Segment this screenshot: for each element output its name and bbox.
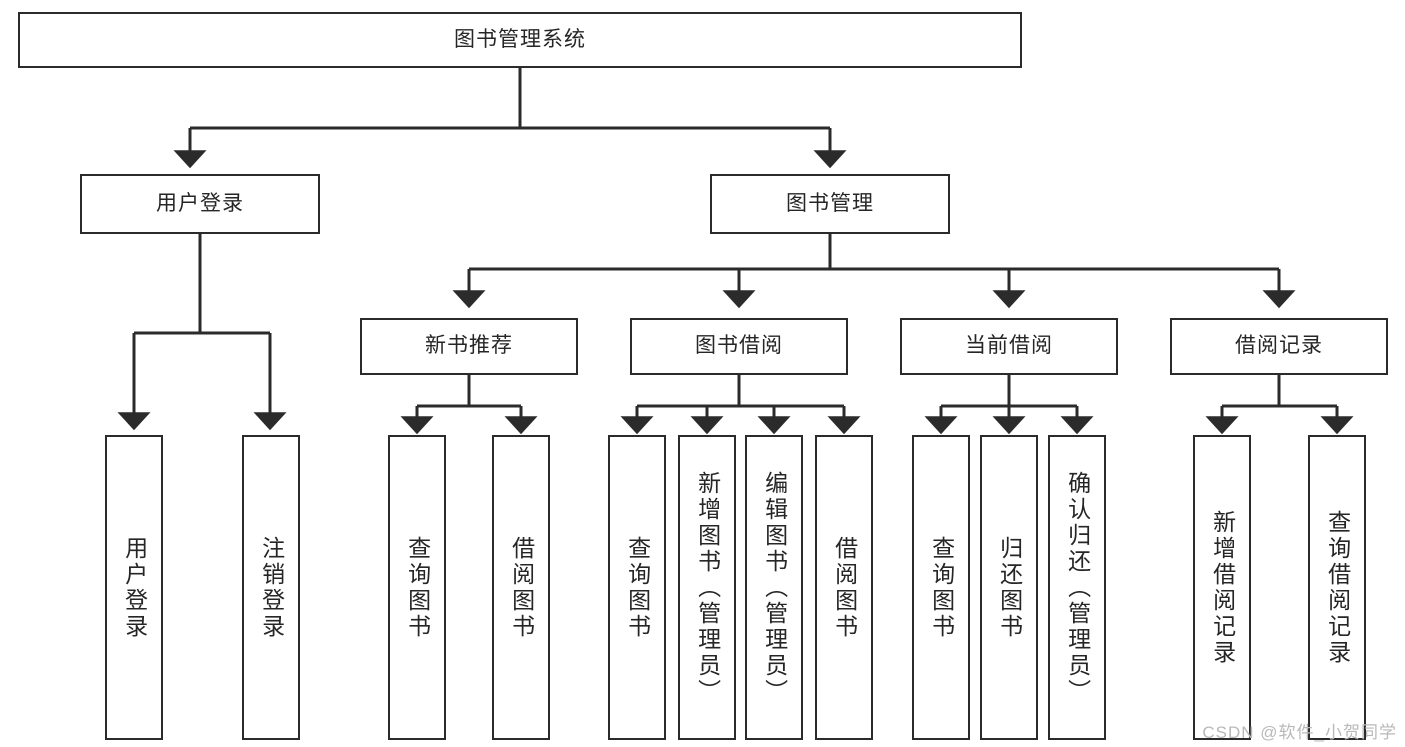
node-leaf-edit-book[interactable]: 编辑图书（管理员） bbox=[745, 435, 803, 740]
node-leaf-borrow-book-1-label: 借阅图书 bbox=[508, 535, 535, 640]
node-leaf-borrow-book-2[interactable]: 借阅图书 bbox=[815, 435, 873, 740]
node-leaf-query-record[interactable]: 查询借阅记录 bbox=[1308, 435, 1366, 740]
node-root[interactable]: 图书管理系统 bbox=[18, 12, 1022, 68]
node-leaf-query-book-1-label: 查询图书 bbox=[404, 535, 431, 640]
node-leaf-query-book-2[interactable]: 查询图书 bbox=[608, 435, 666, 740]
node-book-manage[interactable]: 图书管理 bbox=[710, 174, 950, 234]
node-leaf-return-book[interactable]: 归还图书 bbox=[980, 435, 1038, 740]
node-leaf-borrow-book-1[interactable]: 借阅图书 bbox=[492, 435, 550, 740]
node-user-login-label: 用户登录 bbox=[156, 191, 244, 215]
node-book-manage-label: 图书管理 bbox=[786, 191, 874, 215]
node-leaf-logout[interactable]: 注销登录 bbox=[242, 435, 300, 740]
node-leaf-borrow-book-2-label: 借阅图书 bbox=[831, 535, 858, 640]
node-current-borrow-label: 当前借阅 bbox=[965, 334, 1053, 358]
node-borrow-record-label: 借阅记录 bbox=[1235, 334, 1323, 358]
node-leaf-logout-label: 注销登录 bbox=[258, 535, 285, 640]
node-leaf-add-book[interactable]: 新增图书（管理员） bbox=[678, 435, 736, 740]
node-leaf-user-login[interactable]: 用户登录 bbox=[105, 435, 163, 740]
node-leaf-add-book-label: 新增图书（管理员） bbox=[694, 470, 721, 705]
node-current-borrow[interactable]: 当前借阅 bbox=[900, 318, 1118, 375]
node-leaf-query-book-3[interactable]: 查询图书 bbox=[912, 435, 970, 740]
node-leaf-query-book-2-label: 查询图书 bbox=[624, 535, 651, 640]
node-leaf-query-record-label: 查询借阅记录 bbox=[1324, 509, 1351, 666]
node-root-label: 图书管理系统 bbox=[454, 27, 586, 51]
node-leaf-query-book-3-label: 查询图书 bbox=[928, 535, 955, 640]
node-leaf-add-record[interactable]: 新增借阅记录 bbox=[1193, 435, 1251, 740]
node-new-book-rec-label: 新书推荐 bbox=[425, 334, 513, 358]
node-leaf-query-book-1[interactable]: 查询图书 bbox=[388, 435, 446, 740]
node-leaf-return-book-label: 归还图书 bbox=[996, 535, 1023, 640]
node-leaf-confirm-return-label: 确认归还（管理员） bbox=[1064, 470, 1091, 705]
node-borrow-record[interactable]: 借阅记录 bbox=[1170, 318, 1388, 375]
node-leaf-confirm-return[interactable]: 确认归还（管理员） bbox=[1048, 435, 1106, 740]
node-leaf-user-login-label: 用户登录 bbox=[121, 535, 148, 640]
node-new-book-rec[interactable]: 新书推荐 bbox=[360, 318, 578, 375]
node-leaf-edit-book-label: 编辑图书（管理员） bbox=[761, 470, 788, 705]
node-user-login[interactable]: 用户登录 bbox=[80, 174, 320, 234]
node-book-borrow[interactable]: 图书借阅 bbox=[630, 318, 848, 375]
node-leaf-add-record-label: 新增借阅记录 bbox=[1209, 509, 1236, 666]
node-book-borrow-label: 图书借阅 bbox=[695, 334, 783, 358]
